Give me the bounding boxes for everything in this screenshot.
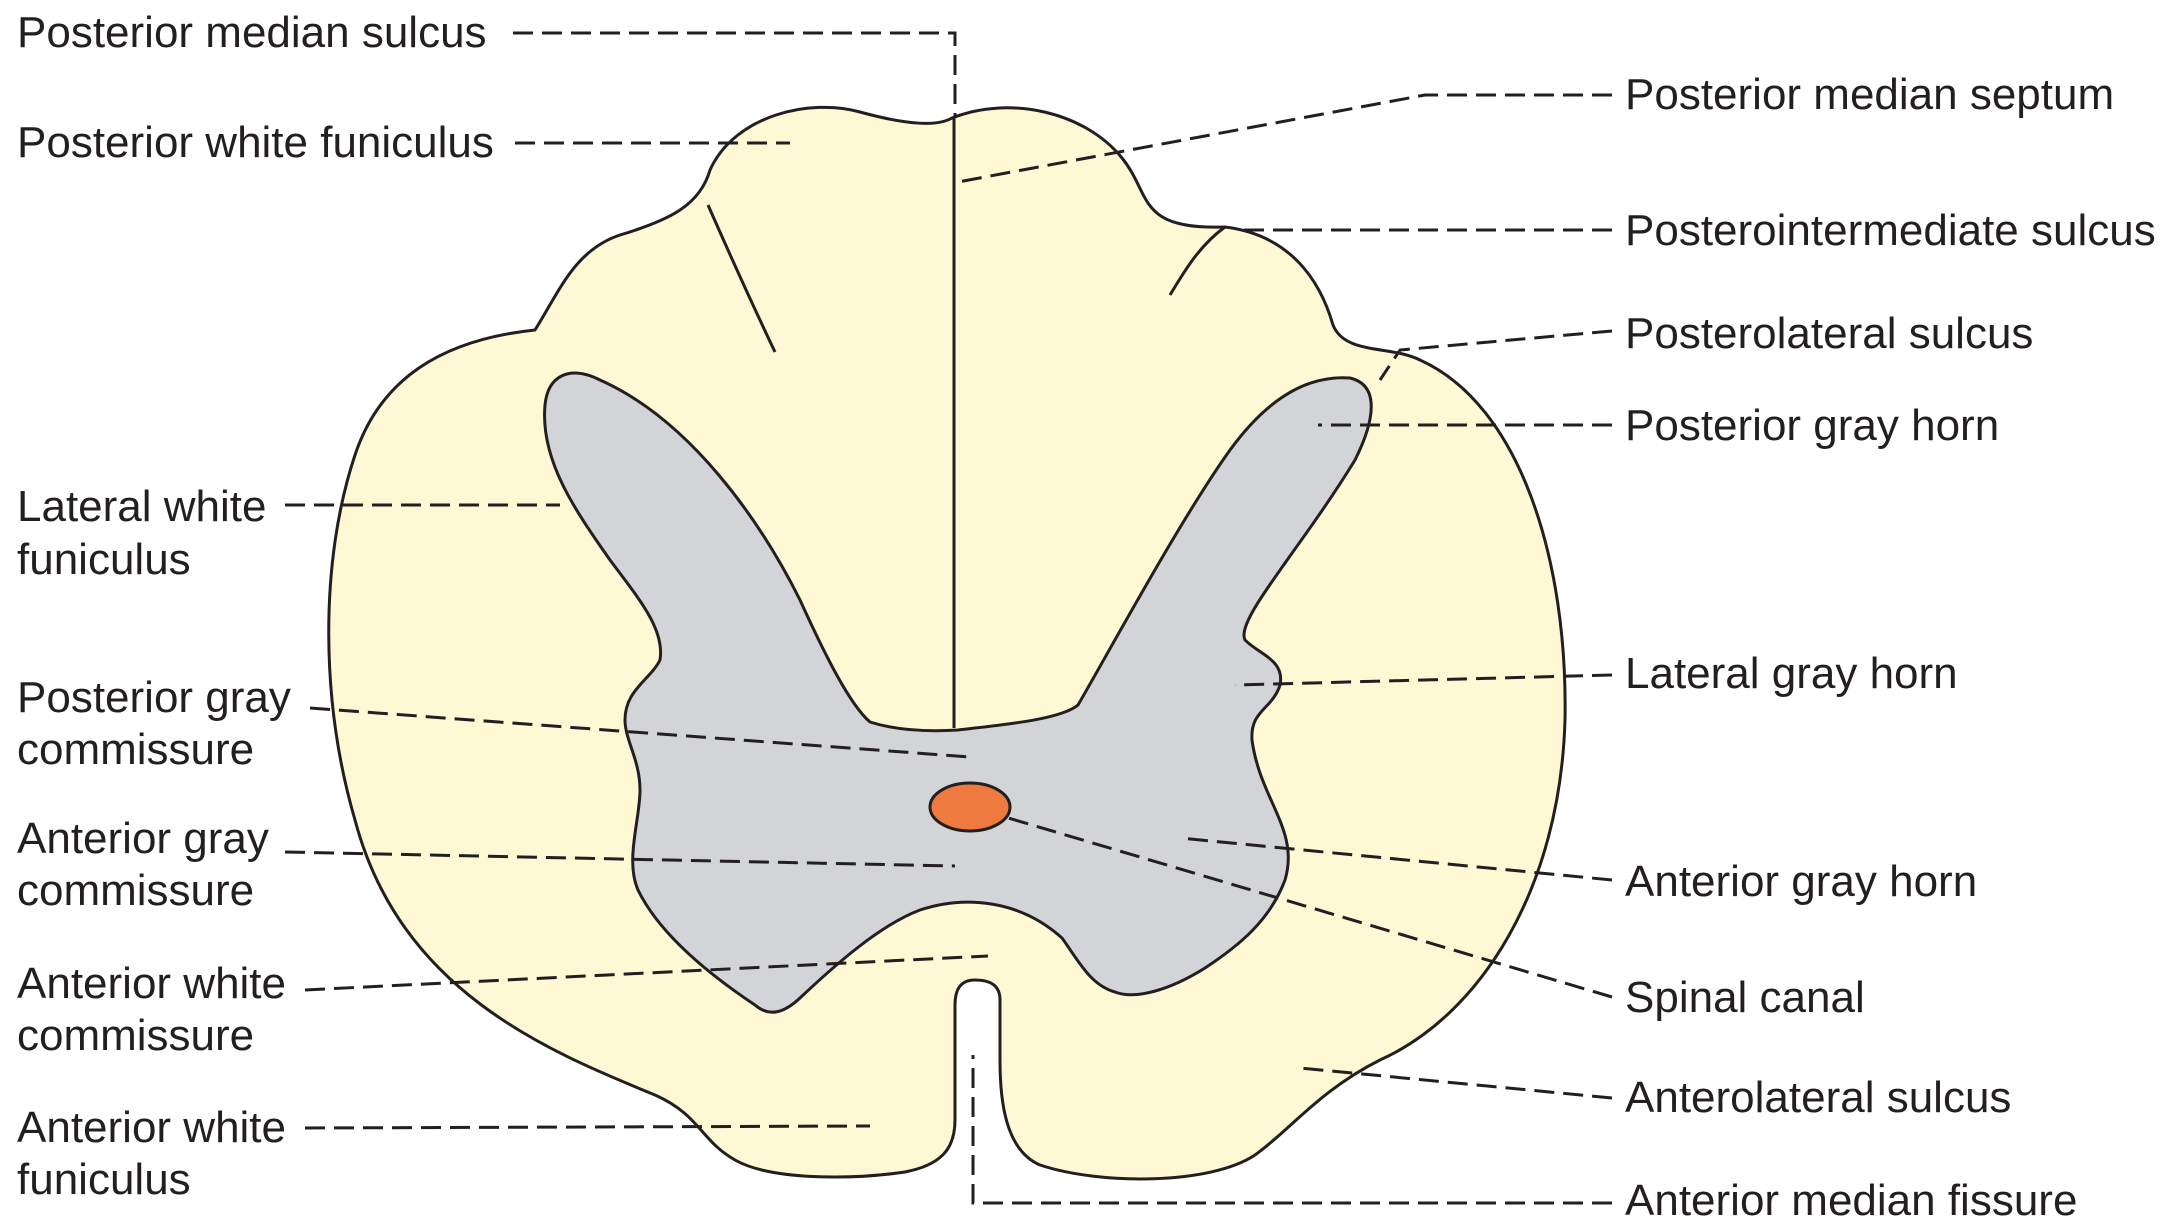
label-anterior-median-fissure: Anterior median fissure — [1625, 1176, 2077, 1219]
label-lateral-white-funiculus-line2: funiculus — [17, 535, 191, 584]
label-posterior-gray-commissure-line1: Posterior gray — [17, 673, 291, 722]
label-anterior-white-funiculus-line2: funiculus — [17, 1155, 191, 1204]
spinal-canal-shape — [930, 783, 1010, 831]
label-anterior-gray-commissure-line1: Anterior gray — [17, 814, 269, 863]
label-anterior-white-commissure-line1: Anterior white — [17, 959, 286, 1008]
label-posterior-gray-commissure-line2: commissure — [17, 725, 254, 774]
label-anterior-white-commissure-line2: commissure — [17, 1011, 254, 1060]
label-posterior-median-septum: Posterior median septum — [1625, 70, 2114, 119]
label-lateral-white-funiculus-line1: Lateral white — [17, 482, 266, 531]
leader-posterior-median-sulcus — [513, 33, 955, 118]
label-lateral-gray-horn: Lateral gray horn — [1625, 649, 1958, 698]
label-anterior-white-funiculus-line1: Anterior white — [17, 1103, 286, 1152]
leader-anterolateral-sulcus — [1300, 1068, 1612, 1098]
white-matter — [329, 107, 1565, 1179]
leader-anterior-white-funiculus — [305, 1126, 870, 1128]
label-anterolateral-sulcus: Anterolateral sulcus — [1625, 1073, 2011, 1122]
label-posterior-white-funiculus: Posterior white funiculus — [17, 118, 494, 167]
label-posterointermediate-sulcus: Posterointermediate sulcus — [1625, 206, 2156, 255]
label-posterolateral-sulcus: Posterolateral sulcus — [1625, 309, 2033, 358]
label-posterior-gray-horn: Posterior gray horn — [1625, 401, 1999, 450]
label-posterior-median-sulcus: Posterior median sulcus — [17, 8, 487, 57]
label-spinal-canal: Spinal canal — [1625, 973, 1865, 1022]
label-anterior-gray-horn: Anterior gray horn — [1625, 857, 1977, 906]
label-anterior-gray-commissure-line2: commissure — [17, 866, 254, 915]
